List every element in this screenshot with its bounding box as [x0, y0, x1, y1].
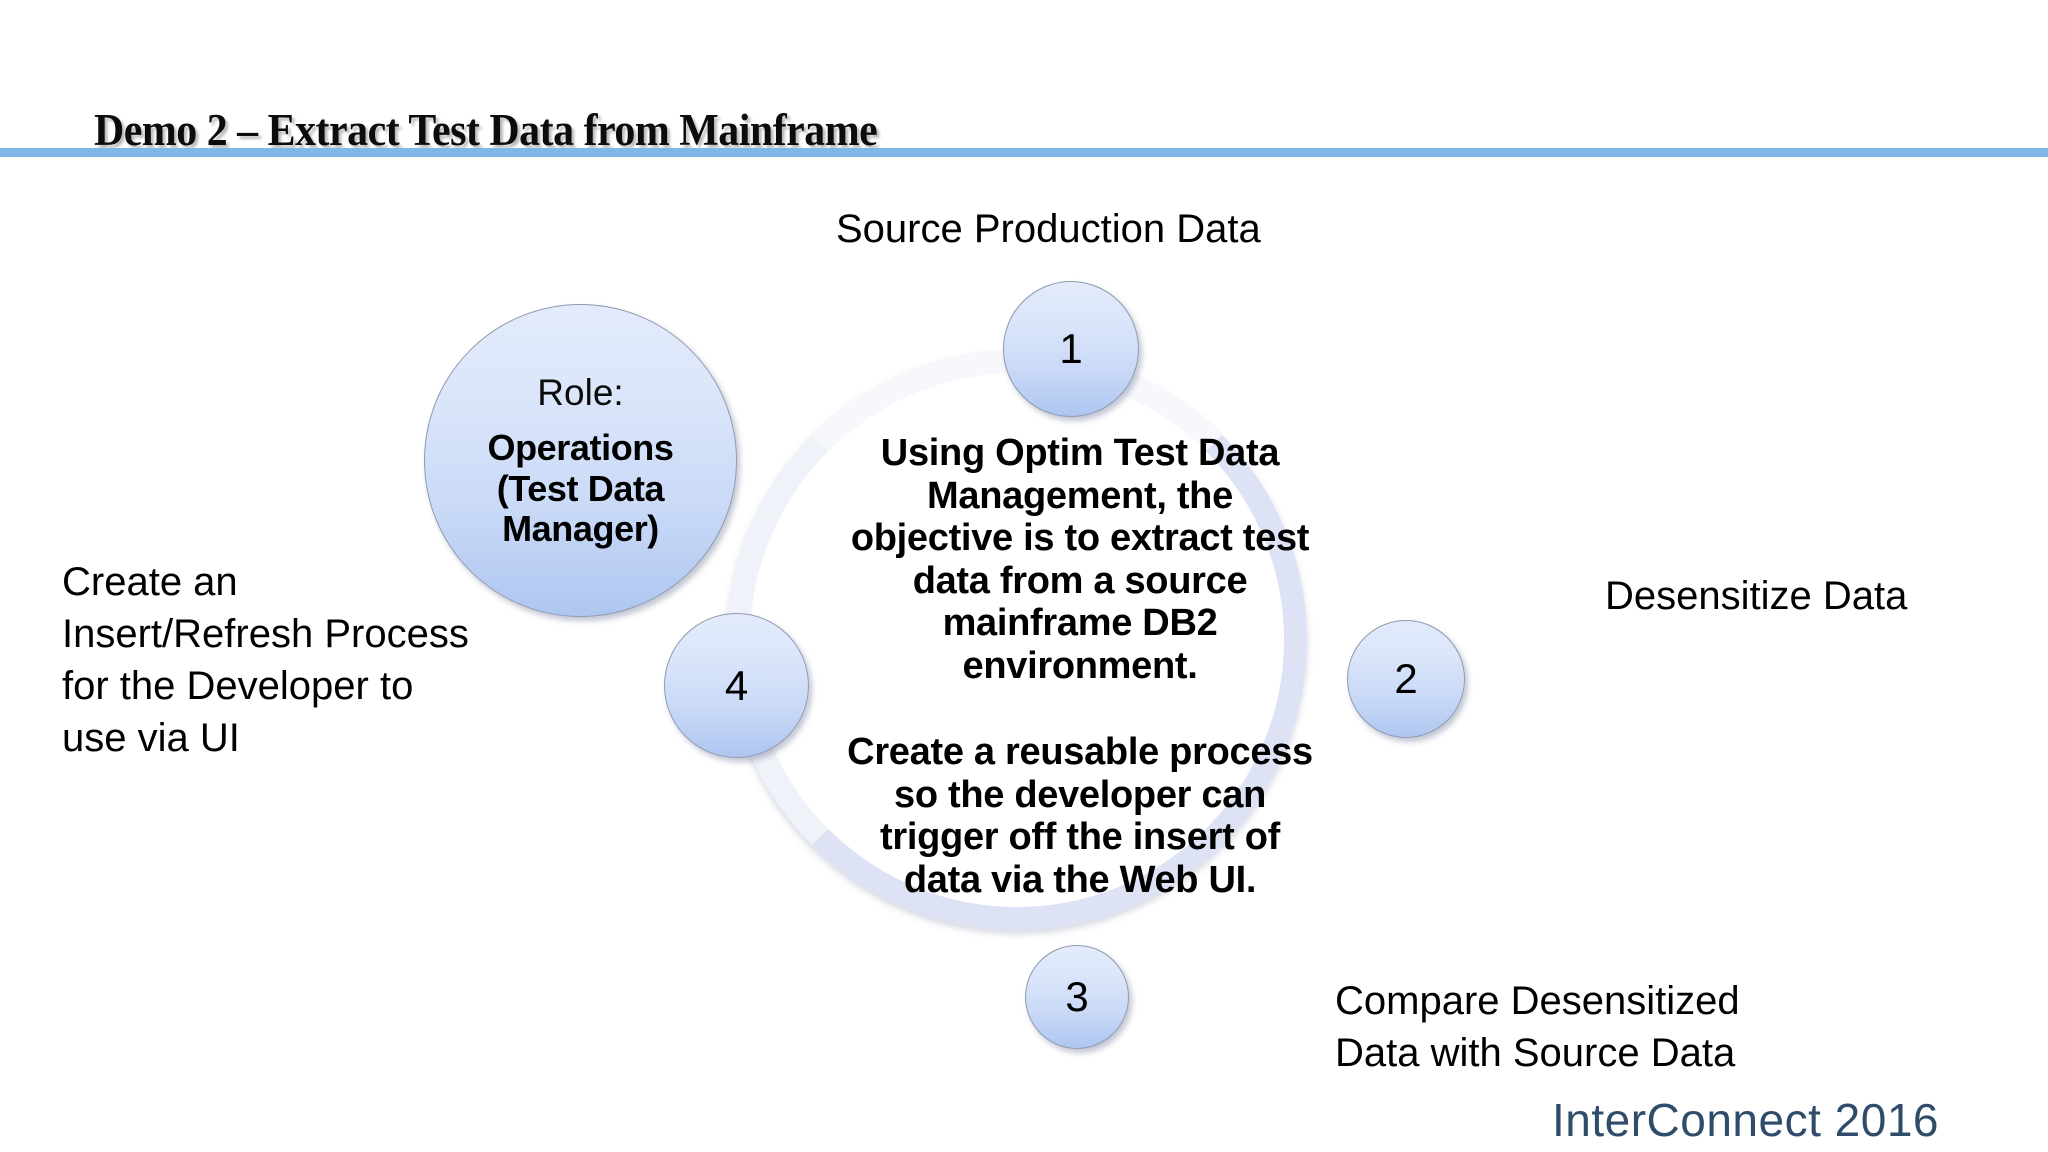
footer-brand-text: InterConnect 2016 — [1552, 1094, 1939, 1146]
cycle-node-2-number: 2 — [1394, 655, 1418, 702]
cycle-node-3[interactable]: 3 — [1025, 945, 1129, 1049]
cycle-center-paragraph-1: Using Optim Test Data Management, the ob… — [850, 432, 1310, 687]
cycle-center-paragraph-2: Create a reusable process so the develop… — [847, 731, 1313, 901]
cycle-node-2[interactable]: 2 — [1347, 620, 1465, 738]
title-underline-rule — [0, 148, 2048, 157]
page-title: Demo 2 – Extract Test Data from Mainfram… — [94, 105, 878, 155]
cycle-label-create-insert-refresh-process: Create an Insert/Refresh Process for the… — [62, 560, 469, 760]
cycle-center-text: Using Optim Test Data Management, the ob… — [845, 432, 1315, 901]
role-label: Role: — [537, 371, 624, 413]
cycle-node-4[interactable]: 4 — [664, 613, 809, 758]
role-callout-circle[interactable]: Role: Operations (Test Data Manager) — [424, 304, 737, 617]
cycle-label-source-production-data: Source Production Data — [836, 207, 1261, 251]
cycle-label-compare-desensitized-data: Compare Desensitized Data with Source Da… — [1335, 979, 1740, 1075]
role-value: Operations (Test Data Manager) — [487, 427, 674, 549]
cycle-node-1[interactable]: 1 — [1003, 281, 1139, 417]
cycle-node-3-number: 3 — [1065, 973, 1089, 1020]
cycle-node-4-number: 4 — [724, 661, 749, 709]
cycle-label-desensitize-data: Desensitize Data — [1605, 574, 1908, 618]
cycle-node-1-number: 1 — [1059, 325, 1083, 372]
